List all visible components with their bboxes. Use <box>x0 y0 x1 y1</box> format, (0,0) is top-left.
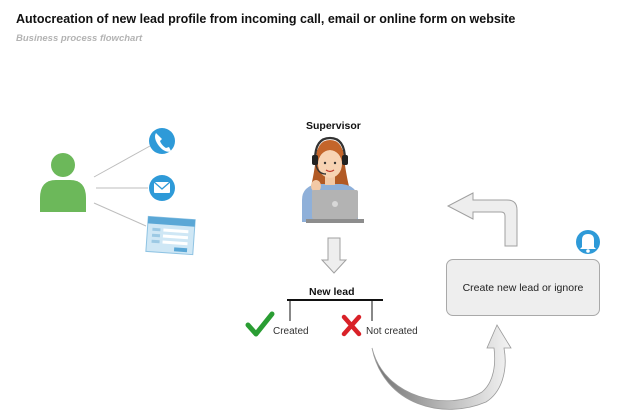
create-lead-action-box[interactable]: Create new lead or ignore <box>446 259 600 316</box>
cross-icon <box>341 314 362 337</box>
outcome-created-label: Created <box>273 326 309 337</box>
notification-bell-icon[interactable] <box>576 230 600 254</box>
decision-bracket <box>287 299 383 321</box>
supervisor-label: Supervisor <box>306 120 361 132</box>
check-icon <box>245 311 275 337</box>
email-icon[interactable] <box>149 175 175 201</box>
action-box-label: Create new lead or ignore <box>462 281 584 294</box>
down-arrow <box>320 237 348 274</box>
page-subtitle: Business process flowchart <box>16 33 143 44</box>
outcome-not-created-label: Not created <box>366 326 418 337</box>
online-form-icon[interactable] <box>145 215 196 256</box>
channel-connectors <box>93 145 151 227</box>
laptop-icon <box>306 190 364 223</box>
phone-icon[interactable] <box>149 128 175 154</box>
return-arrow <box>446 192 518 247</box>
page-title: Autocreation of new lead profile from in… <box>16 12 516 26</box>
decision-label: New lead <box>309 286 355 298</box>
curved-feedback-arrow <box>371 324 512 410</box>
customer-icon <box>40 153 86 212</box>
